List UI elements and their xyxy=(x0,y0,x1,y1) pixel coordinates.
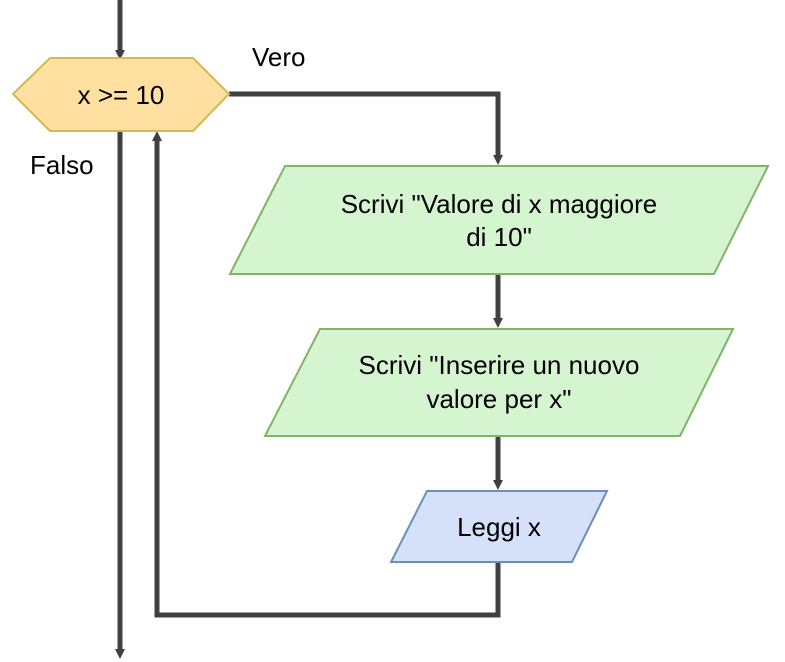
loop-back-arrow xyxy=(152,131,501,618)
true-branch-label: Vero xyxy=(252,42,306,72)
output-1-label-line-1: Scrivi "Valore di x maggiore xyxy=(341,189,658,219)
input-label: Leggi x xyxy=(457,512,541,542)
input-shape xyxy=(389,490,609,563)
output-2-label-line-2: valore per x" xyxy=(426,384,571,414)
edges xyxy=(115,0,503,659)
false-branch-label: Falso xyxy=(30,150,94,180)
output-node-1: Scrivi "Valore di x maggiore di 10" xyxy=(228,165,770,275)
output-node-2: Scrivi "Inserire un nuovo valore per x" xyxy=(263,328,735,437)
output-2-label-line-1: Scrivi "Inserire un nuovo xyxy=(359,350,640,380)
output-2-shape xyxy=(263,328,735,437)
true-branch-arrow xyxy=(229,91,503,165)
output-1-label-line-2: di 10" xyxy=(466,222,532,252)
decision-shape xyxy=(11,57,231,132)
decision-node: x >= 10 xyxy=(11,57,231,132)
input-node: Leggi x xyxy=(389,490,609,563)
output-1-shape xyxy=(228,165,770,275)
decision-label: x >= 10 xyxy=(78,80,165,110)
